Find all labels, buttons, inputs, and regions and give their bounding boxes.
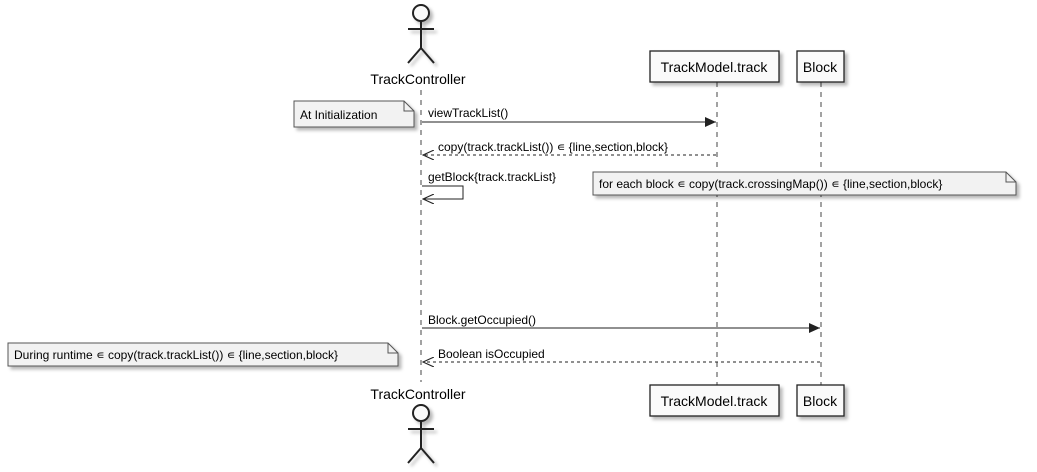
participant-block-bottom: Block [796,384,845,417]
message-return-track-list: copy(track.trackList()) ∊ {line,section,… [423,140,716,155]
message-get-block-self: getBlock{track.trackList} [422,170,556,199]
actor-label-bottom: TrackController [370,386,466,402]
note-at-initialization: At Initialization [293,100,415,128]
actor-label-top: TrackController [370,71,466,87]
note-during-runtime-text: During runtime ∊ copy(track.trackList())… [14,348,338,362]
participant-block-top: Block [796,50,845,83]
message-get-occupied-label: Block.getOccupied() [428,313,536,327]
stick-figure-icon [407,404,435,464]
message-view-track-list-label: viewTrackList() [428,106,508,120]
actor-trackcontroller-top: TrackController [370,4,466,87]
message-get-block-self-label: getBlock{track.trackList} [428,170,556,184]
actor-trackcontroller-bottom: TrackController [370,386,466,464]
message-return-track-list-label: copy(track.trackList()) ∊ {line,section,… [438,140,668,154]
note-for-each-block: for each block ∊ copy(track.crossingMap(… [592,171,1017,196]
participant-trackmodel-track-top: TrackModel.track [649,50,780,83]
message-view-track-list: viewTrackList() [422,106,716,127]
participant-label-trackmodel-track-bottom: TrackModel.track [661,393,769,409]
note-for-each-block-text: for each block ∊ copy(track.crossingMap(… [599,177,942,191]
participant-label-block-bottom: Block [803,393,838,409]
note-at-initialization-text: At Initialization [300,108,377,122]
participant-label-trackmodel-track-top: TrackModel.track [661,59,769,75]
message-get-occupied: Block.getOccupied() [422,313,820,333]
stick-figure-icon [407,4,435,64]
note-during-runtime: During runtime ∊ copy(track.trackList())… [7,342,399,367]
message-return-is-occupied: Boolean isOccupied [423,347,820,362]
participant-trackmodel-track-bottom: TrackModel.track [649,384,780,417]
participant-label-block-top: Block [803,59,838,75]
message-return-is-occupied-label: Boolean isOccupied [438,347,545,361]
